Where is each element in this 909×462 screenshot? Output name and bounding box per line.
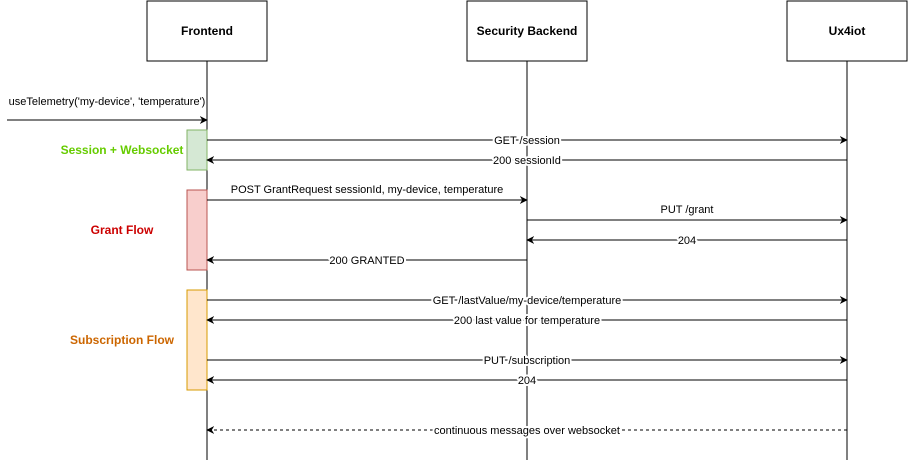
activation-bar-session	[186, 129, 208, 171]
actor-label: Ux4iot	[829, 24, 866, 38]
phase-label-subscription: Subscription Flow	[70, 333, 175, 347]
message-label: PUT /subscription	[484, 355, 571, 367]
entry-call-label: useTelemetry('my-device', 'temperature')	[9, 96, 206, 108]
actor-label: Frontend	[181, 24, 233, 38]
msg-post-grantrequest: POST GrantRequest sessionId, my-device, …	[207, 184, 528, 204]
msg-200-granted: 200 GRANTED	[206, 253, 527, 269]
phase-session: Session + Websocket	[61, 129, 208, 171]
message-label: GET /lastValue/my-device/temperature	[433, 295, 622, 307]
msg-get-session: GET /session	[207, 133, 848, 149]
msg-200-sessionid: 200 sessionId	[206, 153, 847, 169]
actor-box	[466, 0, 588, 62]
message-label: 200 GRANTED	[329, 255, 404, 267]
msg-204-grant: 204	[526, 233, 847, 249]
phase-subscription: Subscription Flow	[70, 289, 208, 391]
actor-security-backend: Security Backend	[466, 0, 588, 62]
msg-continuous-messages: continuous messages over websocket	[206, 423, 847, 439]
message-label: 204	[678, 235, 696, 247]
message-label: GET /session	[494, 135, 560, 147]
activation-bar-grant	[186, 189, 208, 271]
entry-call: useTelemetry('my-device', 'temperature')	[7, 96, 208, 124]
message-label: 200 sessionId	[493, 155, 561, 167]
phase-grant: Grant Flow	[91, 189, 208, 271]
msg-put-subscription: PUT /subscription	[207, 353, 848, 369]
actor-label: Security Backend	[477, 24, 578, 38]
msg-200-last-value: 200 last value for temperature	[206, 313, 847, 329]
actor-box	[786, 0, 908, 62]
actor-box	[146, 0, 268, 62]
msg-get-lastvalue: GET /lastValue/my-device/temperature	[207, 293, 848, 309]
msg-204-subscription: 204	[206, 373, 847, 389]
actor-frontend: Frontend	[146, 0, 268, 62]
phase-label-session: Session + Websocket	[61, 143, 184, 157]
message-label: 200 last value for temperature	[454, 315, 600, 327]
message-label: continuous messages over websocket	[434, 425, 620, 437]
message-label: PUT /grant	[661, 204, 714, 216]
message-label: POST GrantRequest sessionId, my-device, …	[231, 184, 503, 196]
actor-ux4iot: Ux4iot	[786, 0, 908, 62]
message-label: 204	[518, 375, 536, 387]
msg-put-grant: PUT /grant	[527, 204, 848, 224]
phase-label-grant: Grant Flow	[91, 223, 154, 237]
activation-bar-subscription	[186, 289, 208, 391]
